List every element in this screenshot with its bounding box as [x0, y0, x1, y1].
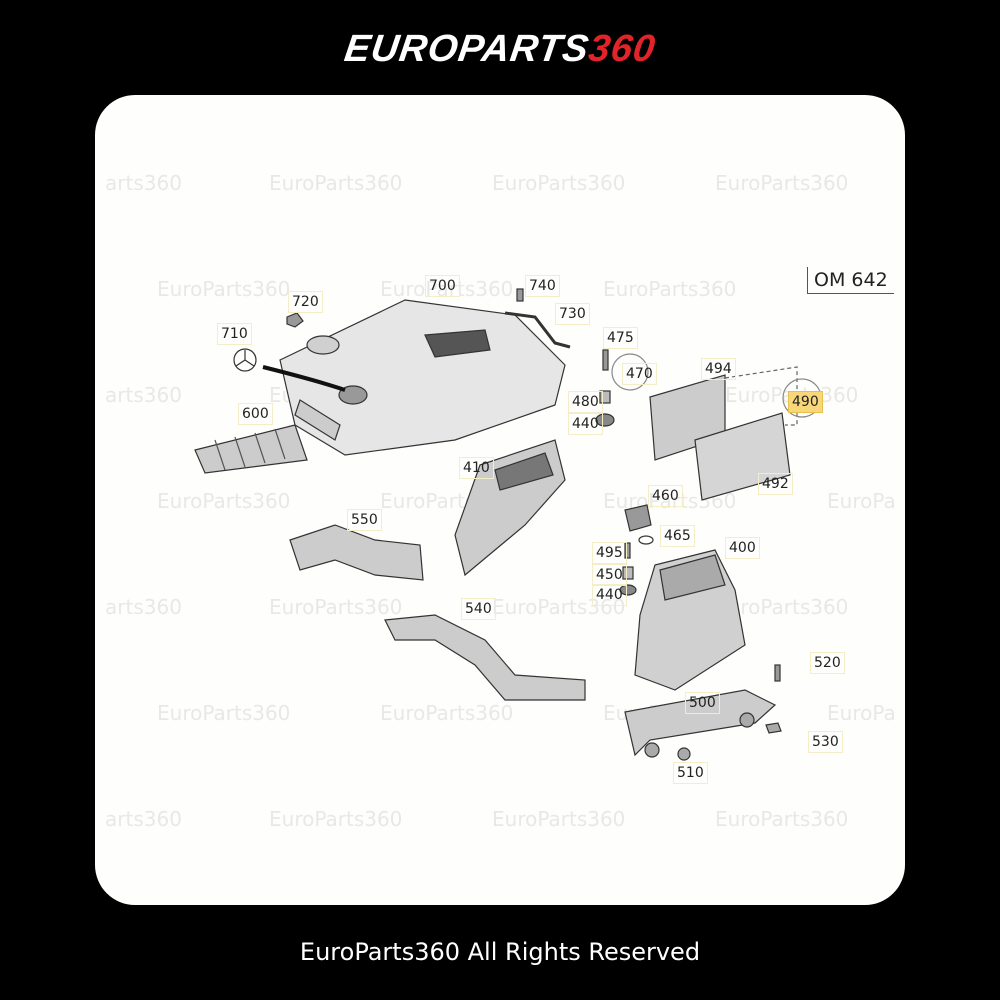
- sensor-460: [624, 504, 652, 532]
- callout-490-highlighted[interactable]: 490: [788, 391, 823, 413]
- watermark: EuroParts360: [492, 171, 626, 195]
- emblem-710: [233, 348, 257, 372]
- logo-text-main: EUROPARTS: [341, 28, 592, 70]
- callout-510[interactable]: 510: [673, 762, 708, 784]
- bracket-730: [504, 311, 571, 349]
- callout-410[interactable]: 410: [459, 457, 494, 479]
- bolt-520: [774, 664, 781, 682]
- callout-492[interactable]: 492: [758, 473, 793, 495]
- bolt-495: [624, 542, 631, 559]
- engine-code-label: OM 642: [807, 267, 894, 294]
- bracket-500: [624, 689, 777, 757]
- engine-cover-700: [279, 299, 566, 456]
- sleeve-480: [599, 390, 611, 404]
- watermark: EuroParts360: [715, 171, 849, 195]
- parts-diagram-panel: arts360 EuroParts360 EuroParts360 EuroPa…: [95, 95, 905, 905]
- intake-pipe-540: [384, 614, 586, 701]
- callout-475[interactable]: 475: [603, 327, 638, 349]
- callout-440[interactable]: 440: [568, 413, 603, 435]
- callout-700[interactable]: 700: [425, 275, 460, 297]
- callout-450[interactable]: 450: [592, 564, 627, 586]
- grommet-440b: [619, 584, 637, 596]
- watermark: EuroPa: [827, 489, 896, 513]
- callout-540[interactable]: 540: [461, 598, 496, 620]
- nut-530: [765, 722, 782, 734]
- callout-720[interactable]: 720: [288, 291, 323, 313]
- bolt-475: [602, 349, 609, 371]
- watermark: arts360: [105, 807, 182, 831]
- logo-text-accent: 360: [585, 28, 659, 70]
- watermark: EuroParts360: [269, 595, 403, 619]
- parts-illustration: [194, 288, 822, 761]
- ring-470: [611, 353, 649, 391]
- intake-pipe-550: [289, 524, 424, 581]
- callout-440b[interactable]: 440: [592, 584, 627, 606]
- filter-element-492: [694, 412, 791, 501]
- callout-460[interactable]: 460: [648, 485, 683, 507]
- callout-520[interactable]: 520: [810, 652, 845, 674]
- watermark: EuroParts360: [157, 701, 291, 725]
- watermark: EuroParts360: [603, 277, 737, 301]
- callout-480[interactable]: 480: [568, 391, 603, 413]
- callout-494[interactable]: 494: [701, 358, 736, 380]
- callout-600[interactable]: 600: [238, 403, 273, 425]
- watermark: EuroParts360: [157, 489, 291, 513]
- watermark: arts360: [105, 171, 182, 195]
- callout-465[interactable]: 465: [660, 525, 695, 547]
- callout-710[interactable]: 710: [217, 323, 252, 345]
- callout-500[interactable]: 500: [685, 692, 720, 714]
- watermark: EuroParts360: [269, 807, 403, 831]
- europarts360-logo: EUROPARTS360: [0, 28, 1000, 71]
- nut-510: [677, 747, 691, 761]
- callout-730[interactable]: 730: [555, 303, 590, 325]
- watermark: EuroParts360: [715, 807, 849, 831]
- watermark: EuroParts360: [492, 595, 626, 619]
- copyright-footer: EuroParts360 All Rights Reserved: [299, 938, 701, 966]
- callout-495[interactable]: 495: [592, 542, 627, 564]
- watermark: EuroPa: [827, 701, 896, 725]
- callout-530[interactable]: 530: [808, 731, 843, 753]
- callout-740[interactable]: 740: [525, 275, 560, 297]
- bolt-740: [516, 288, 524, 302]
- watermark: EuroParts360: [157, 277, 291, 301]
- watermark: EuroParts360: [380, 277, 514, 301]
- watermark: EuroParts360: [380, 701, 514, 725]
- nut-720: [286, 312, 304, 328]
- grommet-440: [595, 413, 615, 427]
- watermark: arts360: [105, 383, 182, 407]
- sleeve-450: [622, 566, 634, 580]
- callout-470[interactable]: 470: [622, 363, 657, 385]
- watermark: EuroParts360: [269, 171, 403, 195]
- callout-550[interactable]: 550: [347, 509, 382, 531]
- watermark: EuroParts360: [492, 807, 626, 831]
- o-ring-465: [638, 535, 654, 545]
- callout-400[interactable]: 400: [725, 537, 760, 559]
- watermark: arts360: [105, 595, 182, 619]
- air-duct-600: [194, 424, 308, 474]
